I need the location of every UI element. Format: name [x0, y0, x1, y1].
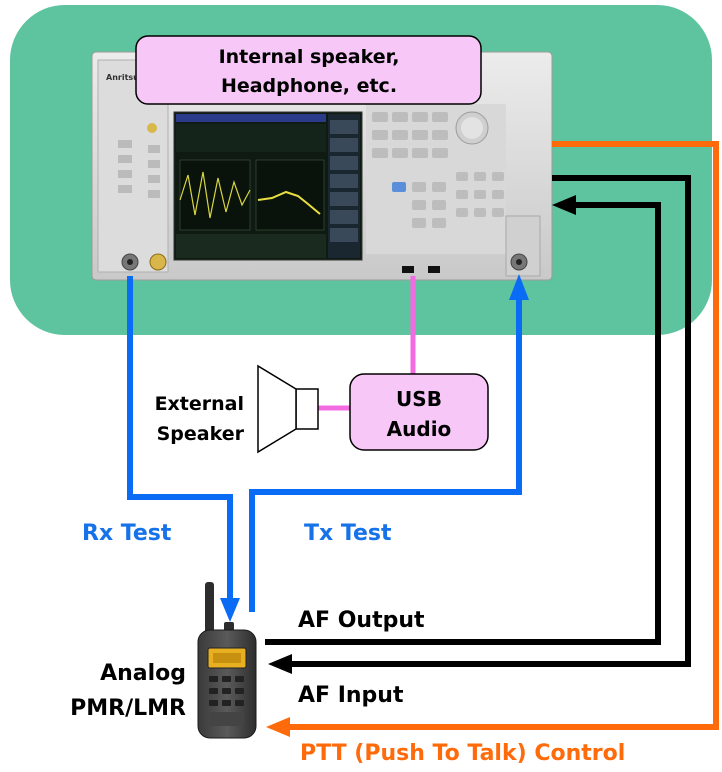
internal-speaker-line2: Headphone, etc. [221, 75, 397, 97]
handheld-radio-icon [197, 582, 257, 739]
ptt-control-path [266, 141, 719, 737]
internal-speaker-callout [135, 35, 482, 105]
radio-label-line2: PMR/LMR [70, 696, 186, 721]
rx-test-path [127, 276, 240, 622]
af-input-label: AF Input [298, 683, 404, 708]
radio-label-line1: Analog [100, 661, 186, 686]
tx-test-path [249, 274, 529, 612]
tx-test-label: Tx Test [304, 521, 392, 546]
usb-link [318, 276, 416, 411]
af-output-path [268, 175, 691, 674]
usb-audio-line1: USB [396, 387, 442, 411]
usb-audio-box [349, 373, 489, 451]
ptt-control-label: PTT (Push To Talk) Control [300, 741, 625, 766]
af-output-label: AF Output [298, 608, 425, 633]
external-speaker-line1: External [155, 393, 244, 415]
usb-audio-line2: Audio [387, 417, 452, 441]
svg-text:Anritsu: Anritsu [106, 73, 139, 82]
external-speaker-line2: Speaker [157, 423, 245, 445]
rx-test-label: Rx Test [82, 521, 172, 546]
af-input-path [265, 195, 661, 645]
internal-speaker-line1: Internal speaker, [219, 46, 400, 68]
speaker-icon [257, 364, 319, 454]
signal-analyzer-icon: Anritsu [91, 51, 553, 281]
